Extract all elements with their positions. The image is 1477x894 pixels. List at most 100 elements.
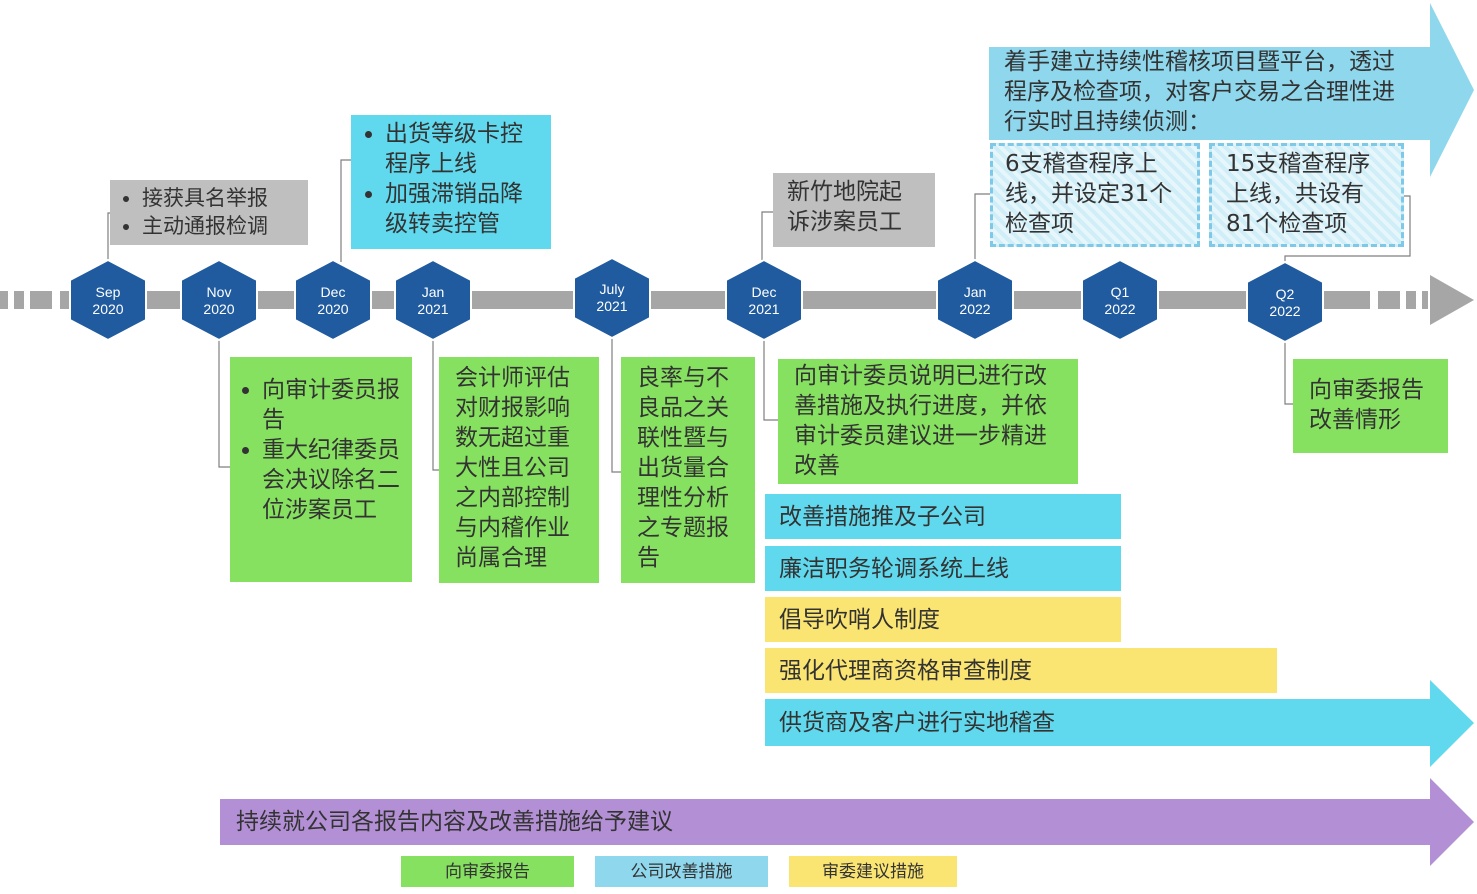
milestone-month: Jan — [963, 284, 987, 300]
connector-line — [107, 212, 110, 262]
timeline-bar — [60, 291, 1370, 309]
continuous-audit-label: 着手建立持续性稽核项目暨平台，透过程序及检查项，对客户交易之合理性进行实时且持续… — [1004, 49, 1395, 135]
legend-audit-report: 向审委报告 — [401, 856, 574, 887]
legend-company-measures: 公司改善措施 — [595, 856, 768, 887]
accountant-assessment-text: 会计师评估对财报影响数无超过重大性且公司之内部控制与内稽作业尚属合理 — [455, 365, 570, 571]
milestone-month: Sep — [95, 284, 121, 300]
milestone-year: 2020 — [203, 301, 235, 317]
milestone-hexagon — [394, 258, 472, 342]
milestone-hexagon — [294, 258, 372, 342]
timeline-dash — [30, 291, 52, 309]
milestone-hexagon — [1081, 258, 1159, 342]
milestone-year: 2020 — [317, 301, 349, 317]
milestone-year: 2021 — [748, 301, 780, 317]
subsidiary-bar: 改善措施推及子公司 — [765, 494, 1121, 539]
milestone-hexagon — [69, 258, 147, 342]
connector-line — [1284, 340, 1293, 405]
bullet-item: 接获具名举报 — [142, 184, 298, 212]
legend-label: 向审委报告 — [445, 861, 530, 882]
continuous-advice-bar: 持续就公司各报告内容及改善措施给予建议 — [222, 799, 1122, 845]
field-audit-label: 供货商及客户进行实地稽查 — [779, 709, 1055, 736]
connector-line — [974, 193, 990, 262]
milestone-year: 2021 — [417, 301, 449, 317]
legend-label: 审委建议措施 — [822, 861, 924, 882]
timeline-arrowhead — [1430, 275, 1474, 325]
indictment-text: 新竹地院起诉涉案员工 — [787, 179, 902, 235]
audit-program-box-q1: 15支稽查程序上线，共设有81个检查项 — [1209, 143, 1404, 247]
milestone-hexagon — [573, 256, 651, 340]
continuous-advice-arrow — [220, 778, 1474, 866]
bullet-item: 加强滞销品降级转卖控管 — [385, 179, 541, 239]
milestone-month: Jan — [421, 284, 445, 300]
milestone-month: Dec — [320, 284, 346, 300]
subsidiary-label: 改善措施推及子公司 — [779, 503, 986, 530]
agent-review-label: 强化代理商资格审查制度 — [779, 657, 1032, 684]
bullet-item: 重大纪律委员会决议除名二位涉案员工 — [262, 435, 402, 525]
milestone-hexagons — [69, 256, 1324, 344]
timeline-dash — [0, 291, 8, 309]
connector-line — [218, 338, 230, 468]
committee-report-box: 向审计委员报告 重大纪律委员会决议除名二位涉案员工 — [230, 357, 412, 582]
milestone-month: Nov — [206, 284, 232, 300]
milestone-month: Q2 — [1275, 286, 1295, 302]
audit-program-text: 6支稽查程序上线，并设定31个检查项 — [1005, 151, 1173, 237]
indictment-box: 新竹地院起诉涉案员工 — [773, 173, 935, 247]
milestone-year: 2021 — [596, 298, 628, 314]
continuous-advice-label: 持续就公司各报告内容及改善措施给予建议 — [236, 809, 673, 835]
timeline-dash — [14, 291, 24, 309]
agent-review-bar: 强化代理商资格审查制度 — [765, 648, 1277, 693]
milestone-month: Dec — [751, 284, 777, 300]
field-audit-arrow — [765, 680, 1474, 767]
bullet-item: 主动通报检调 — [142, 212, 298, 240]
continuous-audit-arrow — [989, 3, 1474, 177]
legend-label: 公司改善措施 — [630, 861, 733, 882]
improvement-progress-text: 向审计委员说明已进行改善措施及执行进度，并依审计委员建议进一步精进改善 — [794, 363, 1047, 479]
timeline-dash — [1406, 291, 1416, 309]
bullet-item: 出货等级卡控程序上线 — [385, 119, 541, 179]
connector-line — [432, 338, 439, 471]
connector-line — [340, 159, 351, 262]
field-audit-bar: 供货商及客户进行实地稽查 — [765, 699, 1265, 746]
whistleblower-label: 倡导吹哨人制度 — [779, 606, 940, 633]
milestone-hexagon — [1246, 260, 1324, 344]
connector-line — [761, 211, 773, 262]
rotation-system-bar: 廉洁职务轮调系统上线 — [765, 546, 1121, 591]
milestone-hexagon — [180, 258, 258, 342]
milestone-year: 2022 — [959, 301, 991, 317]
q2-report-box: 向审委报告改善情形 — [1293, 359, 1448, 453]
milestone-month: Q1 — [1110, 284, 1130, 300]
accountant-assessment-box: 会计师评估对财报影响数无超过重大性且公司之内部控制与内稽作业尚属合理 — [439, 357, 599, 583]
milestone-year: 2022 — [1104, 301, 1136, 317]
whistleblower-bar: 倡导吹哨人制度 — [765, 597, 1121, 642]
q2-report-text: 向审委报告改善情形 — [1309, 377, 1424, 433]
shipping-control-box: 出货等级卡控程序上线 加强滞销品降级转卖控管 — [351, 115, 551, 249]
connector-line — [1284, 195, 1411, 262]
report-received-box: 接获具名举报 主动通报检调 — [110, 180, 308, 245]
yield-analysis-text: 良率与不良品之关联性暨与出货量合理性分析之专题报告 — [637, 365, 729, 571]
milestone-month: July — [599, 281, 625, 297]
timeline-dash — [1378, 291, 1400, 309]
milestone-year: 2020 — [92, 301, 124, 317]
connector-line — [763, 338, 778, 421]
connector-line — [611, 338, 621, 473]
milestone-hexagon — [936, 258, 1014, 342]
milestone-year: 2022 — [1269, 303, 1301, 319]
yield-analysis-box: 良率与不良品之关联性暨与出货量合理性分析之专题报告 — [621, 357, 755, 583]
bullet-item: 向审计委员报告 — [262, 375, 402, 435]
legend-committee-measures: 审委建议措施 — [789, 856, 957, 887]
rotation-system-label: 廉洁职务轮调系统上线 — [779, 555, 1009, 582]
continuous-audit-text: 着手建立持续性稽核项目暨平台，透过程序及检查项，对客户交易之合理性进行实时且持续… — [1004, 47, 1414, 139]
milestone-hexagon — [725, 258, 803, 342]
audit-program-text: 15支稽查程序上线，共设有81个检查项 — [1226, 151, 1371, 237]
audit-program-box-jan2022: 6支稽查程序上线，并设定31个检查项 — [990, 143, 1200, 247]
